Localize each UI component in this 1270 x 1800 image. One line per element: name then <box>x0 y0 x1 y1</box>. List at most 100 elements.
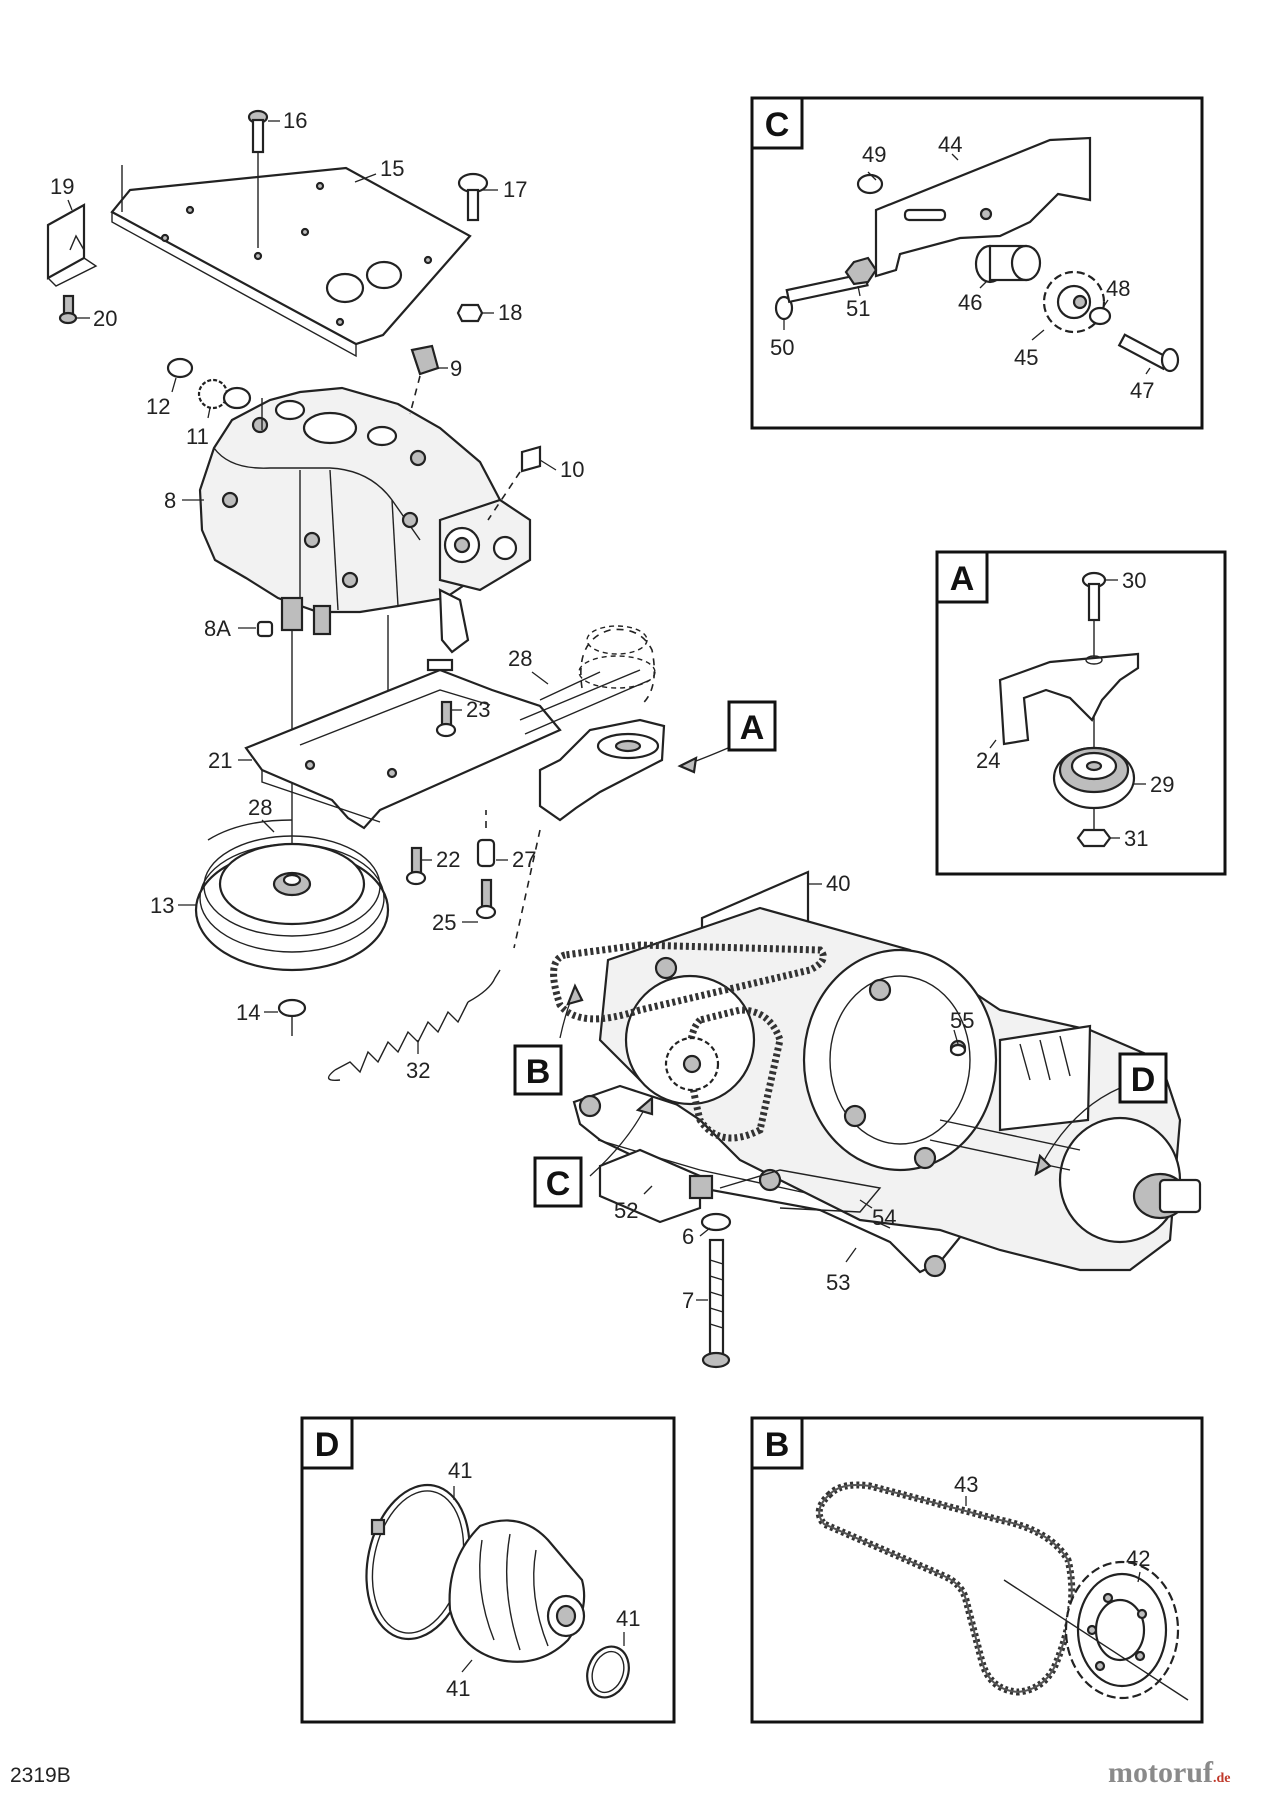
detail-c-label-46: 46 <box>958 290 982 315</box>
gearbox-transmission <box>198 386 532 654</box>
vent-plug-9 <box>409 344 440 415</box>
part-label-23: 23 <box>466 697 490 722</box>
detail-c-spacer-46 <box>974 244 1042 284</box>
detail-frame-d: D 41 41 41 <box>300 1416 676 1724</box>
spring-32 <box>327 969 501 1081</box>
main-part-labels: 16 15 17 19 20 18 9 12 11 10 8 8A 28 23 … <box>50 108 974 1313</box>
part-label-18: 18 <box>498 300 522 325</box>
chain-drive-assembly <box>550 906 1202 1278</box>
detail-b-label-43: 43 <box>954 1472 978 1497</box>
part-label-9: 9 <box>450 356 462 381</box>
detail-c-label-45: 45 <box>1014 345 1038 370</box>
part-label-8: 8 <box>164 488 176 513</box>
detail-frame-b: B 43 42 <box>750 1416 1204 1724</box>
detail-a-pulley-29 <box>1052 746 1136 810</box>
part-label-12: 12 <box>146 394 170 419</box>
callout-box-b: B <box>513 1044 563 1096</box>
detail-c-label-51: 51 <box>846 296 870 321</box>
carriage-bolt-17 <box>457 172 489 222</box>
part-label-19: 19 <box>50 174 74 199</box>
pulley-13 <box>194 819 390 972</box>
callout-label-c: C <box>546 1165 571 1203</box>
detail-frame-c: C <box>750 96 1204 430</box>
detail-c-label-50: 50 <box>770 335 794 360</box>
washer-14 <box>277 998 307 1036</box>
watermark-tld: .de <box>1212 1771 1231 1786</box>
part-label-27: 27 <box>512 847 536 872</box>
detail-frame-a: A 30 24 29 31 <box>935 550 1227 876</box>
detail-c-label-49: 49 <box>862 142 886 167</box>
part-label-54: 54 <box>872 1205 896 1230</box>
detail-c-title: C <box>765 106 790 144</box>
part-label-40: 40 <box>826 871 850 896</box>
nut-18 <box>456 303 484 323</box>
detail-c-label-48: 48 <box>1106 276 1130 301</box>
callout-label-d: D <box>1131 1061 1156 1099</box>
detail-d-boot-41 <box>448 1519 586 1663</box>
part-label-52: 52 <box>614 1198 638 1223</box>
part-label-6: 6 <box>682 1224 694 1249</box>
part-label-15: 15 <box>380 156 404 181</box>
detail-a-label-29: 29 <box>1150 772 1174 797</box>
bolt-23 <box>435 700 457 738</box>
part-label-20: 20 <box>93 306 117 331</box>
detail-b-label-42: 42 <box>1126 1546 1150 1571</box>
detail-c-label-44: 44 <box>938 132 962 157</box>
detail-b-title: B <box>765 1426 790 1464</box>
bracket-54 <box>719 1169 882 1213</box>
tension-bracket-21 <box>244 658 562 830</box>
detail-a-label-31: 31 <box>1124 826 1148 851</box>
detail-d-title: D <box>315 1426 340 1464</box>
watermark-brand: motoruf <box>1108 1756 1213 1789</box>
part-label-55: 55 <box>950 1008 974 1033</box>
part-label-22: 22 <box>436 847 460 872</box>
key-8A <box>256 620 274 638</box>
washer-6 <box>700 1212 732 1232</box>
watermark-logo: motoruf.de <box>1108 1756 1230 1790</box>
detail-d-label-41-c: 41 <box>616 1606 640 1631</box>
detail-a-nut-31 <box>1076 828 1112 848</box>
detail-a-title: A <box>950 560 975 598</box>
detail-a-bracket-24 <box>998 652 1140 746</box>
part-label-10: 10 <box>560 457 584 482</box>
belt-28-top <box>519 669 651 735</box>
clip-19 <box>46 203 98 287</box>
bolt-7 <box>701 1238 731 1369</box>
callout-label-a: A <box>740 709 765 747</box>
part-label-11: 11 <box>186 424 209 449</box>
part-label-7: 7 <box>682 1288 694 1313</box>
detail-c-bracket-44 <box>874 136 1092 278</box>
detail-c-nut-51 <box>844 256 878 286</box>
callout-box-a: A <box>727 700 777 752</box>
callout-box-c: C <box>533 1156 583 1208</box>
callout-label-b: B <box>526 1053 551 1091</box>
detail-c-bolt-50 <box>774 272 869 321</box>
mounting-plate <box>110 165 472 358</box>
bolt-25 <box>475 878 497 920</box>
bolt-22 <box>405 846 427 886</box>
part-label-14: 14 <box>236 1000 260 1025</box>
seal-12 <box>166 357 194 379</box>
detail-c-washer-48 <box>1088 306 1112 326</box>
detail-c-bolt-47 <box>1117 333 1180 373</box>
screw-20 <box>58 294 78 325</box>
part-label-53: 53 <box>826 1270 850 1295</box>
decal-10 <box>487 445 542 521</box>
detail-d-label-41-b: 41 <box>446 1676 470 1701</box>
part-label-28-bottom: 28 <box>248 795 272 820</box>
detail-a-label-30: 30 <box>1122 568 1146 593</box>
part-label-25: 25 <box>432 910 456 935</box>
part-label-28-top: 28 <box>508 646 532 671</box>
detail-c-washer-49 <box>856 173 884 195</box>
bolt-16 <box>247 109 269 248</box>
bracket-55 <box>949 1043 967 1057</box>
spacer-27 <box>476 810 496 868</box>
detail-d-label-41-a: 41 <box>448 1458 472 1483</box>
part-label-8a: 8A <box>204 616 231 641</box>
idler-pulley-assembly <box>538 625 666 822</box>
detail-b-sprocket-42 <box>1003 1560 1189 1701</box>
detail-b-chain-43 <box>815 1481 1076 1696</box>
drawing-number: 2319B <box>10 1764 71 1787</box>
part-label-16: 16 <box>283 108 307 133</box>
